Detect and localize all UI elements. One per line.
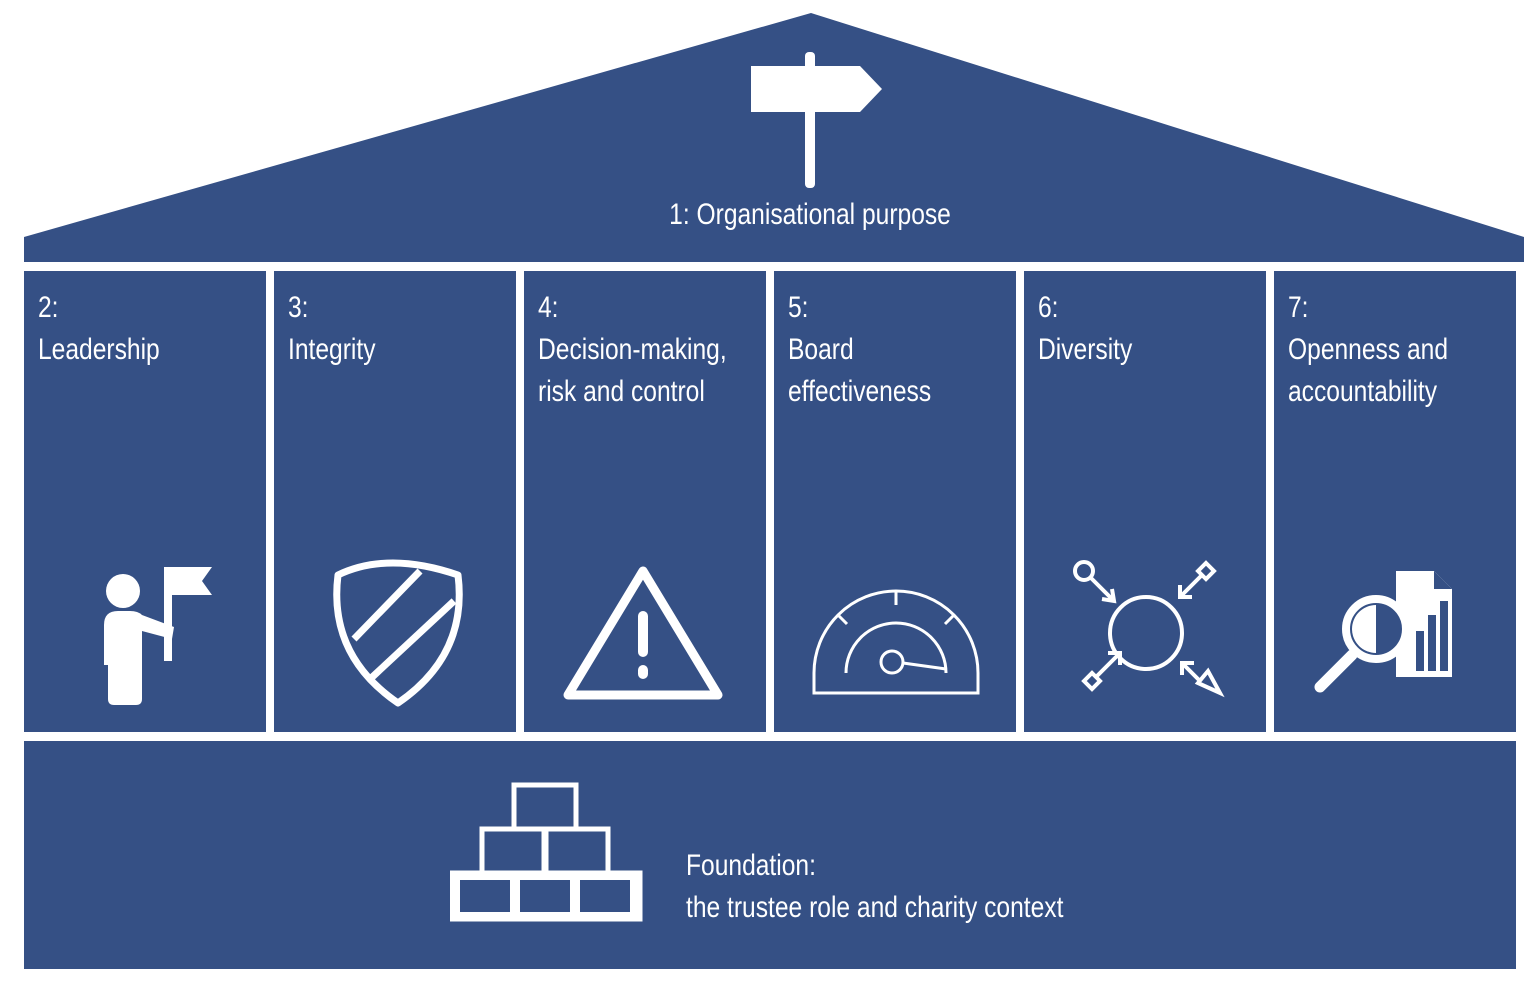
pillar-label: Integrity <box>288 333 376 366</box>
pillar-decision-making: 4: Decision-making, risk and control <box>524 271 766 732</box>
diversity-arrows-icon <box>1073 560 1225 698</box>
foundation-subtitle: the trustee role and charity context <box>686 891 1064 924</box>
stacked-blocks-icon <box>450 782 643 922</box>
pillar-number: 3: <box>288 291 309 324</box>
foundation: Foundation: the trustee role and charity… <box>24 741 1516 969</box>
pillar-leadership: 2: Leadership <box>24 271 266 732</box>
warning-triangle-icon <box>563 566 723 700</box>
magnifier-report-icon <box>1314 571 1452 693</box>
pillar-number: 6: <box>1038 291 1059 324</box>
roof <box>24 13 1524 262</box>
pillar-integrity: 3: Integrity <box>274 271 516 732</box>
pillar-diversity: 6: Diversity <box>1024 271 1266 732</box>
pillar-number: 4: <box>538 291 559 324</box>
pillar-number: 2: <box>38 291 59 324</box>
pillar-label: Diversity <box>1038 333 1133 366</box>
pillar-label: Decision-making, risk and control <box>538 333 727 408</box>
pillar-label: Openness and accountability <box>1288 333 1449 408</box>
shield-icon <box>333 559 463 707</box>
foundation-title: Foundation: <box>686 849 816 882</box>
pillar-number: 7: <box>1288 291 1309 324</box>
pillar-number: 5: <box>788 291 809 324</box>
pillar-openness: 7: Openness and accountability <box>1274 271 1516 732</box>
pillar-label: Leadership <box>38 333 160 366</box>
person-with-flag-icon <box>104 567 212 705</box>
pillar-board-effectiveness: 5: Board effectiveness <box>774 271 1016 732</box>
roof-title: 1: Organisational purpose <box>669 198 951 231</box>
speedometer-icon <box>812 589 980 695</box>
pillar-label: Board effectiveness <box>788 333 932 408</box>
signpost-icon <box>751 52 882 188</box>
